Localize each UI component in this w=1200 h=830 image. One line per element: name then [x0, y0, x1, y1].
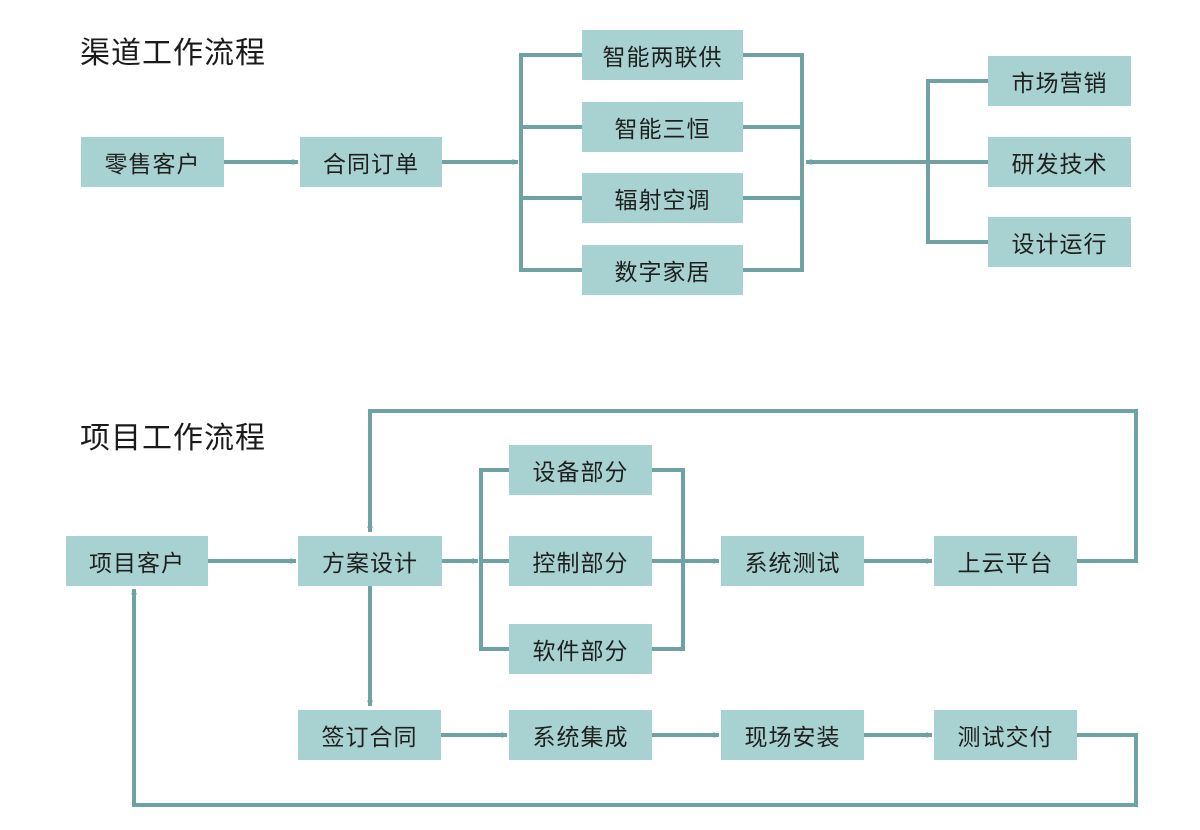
loop-cloud-to-design — [367, 409, 1138, 563]
box-control-part: 控制部分 — [509, 536, 652, 586]
box-onsite-install: 现场安装 — [721, 710, 864, 760]
box-radiant-ac: 辐射空调 — [582, 173, 743, 223]
box-contract-order: 合同订单 — [300, 137, 442, 187]
products-right-bracket — [743, 53, 804, 272]
box-sign-contract: 签订合同 — [298, 710, 441, 760]
box-marketing: 市场营销 — [988, 56, 1131, 106]
box-system-test: 系统测试 — [721, 536, 864, 586]
box-retail-client: 零售客户 — [81, 137, 224, 187]
box-equipment-part: 设备部分 — [509, 445, 652, 495]
box-rnd-tech: 研发技术 — [988, 137, 1131, 187]
box-digital-home: 数字家居 — [582, 245, 743, 295]
box-system-integration: 系统集成 — [509, 710, 652, 760]
box-project-client: 项目客户 — [66, 536, 208, 586]
box-software-part: 软件部分 — [509, 624, 652, 674]
loop-delivery-to-client — [131, 588, 1138, 807]
products-left-bracket — [519, 53, 582, 272]
box-smart-three-constant: 智能三恒 — [582, 102, 743, 152]
channel-workflow-title: 渠道工作流程 — [80, 36, 266, 71]
project-workflow-title: 项目工作流程 — [80, 421, 266, 456]
box-test-delivery: 测试交付 — [934, 710, 1077, 760]
box-cloud-platform: 上云平台 — [934, 536, 1077, 586]
box-smart-dual-supply: 智能两联供 — [582, 30, 743, 80]
box-solution-design: 方案设计 — [298, 536, 442, 586]
box-design-operation: 设计运行 — [988, 217, 1131, 267]
